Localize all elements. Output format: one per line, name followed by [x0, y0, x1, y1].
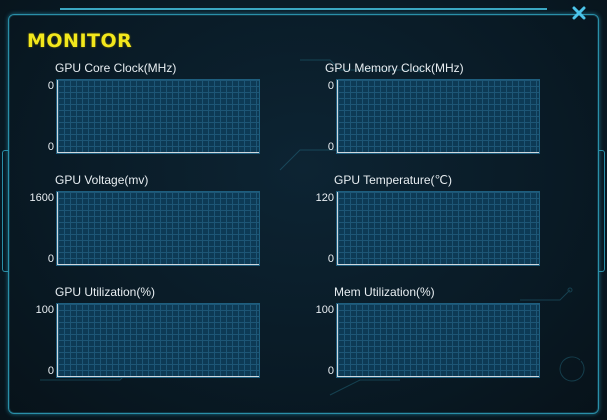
- gpu-temperature-graph: [337, 192, 539, 265]
- frame-right-rail: [598, 150, 605, 272]
- gpu-utilization-graph: [57, 304, 259, 377]
- gpu-temperature-label: GPU Temperature(℃): [334, 173, 452, 187]
- mem-utilization-axis-min: 0: [327, 365, 334, 377]
- gpu-memory-clock-axis-max: 0: [327, 80, 334, 92]
- gpu-voltage-axis-max: 1600: [29, 192, 54, 204]
- gpu-voltage-axis-min: 0: [47, 253, 54, 265]
- gpu-core-clock-axis-min: 0: [47, 141, 54, 153]
- window-title: MONITOR: [27, 30, 133, 52]
- gpu-temperature-axis-max: 120: [315, 192, 334, 204]
- frame-top-accent: [60, 8, 547, 20]
- gpu-utilization-label: GPU Utilization(%): [55, 285, 156, 299]
- gpu-memory-clock-label: GPU Memory Clock(MHz): [325, 61, 464, 75]
- mem-utilization-axis-max: 100: [315, 304, 334, 316]
- close-button[interactable]: [569, 4, 589, 22]
- gpu-utilization-axis-min: 0: [47, 365, 54, 377]
- gpu-voltage-graph: [57, 192, 259, 265]
- mem-utilization-graph: [337, 304, 539, 377]
- gpu-memory-clock-graph: [337, 80, 539, 153]
- gpu-memory-clock-axis-min: 0: [327, 141, 334, 153]
- gpu-utilization-axis-max: 100: [35, 304, 54, 316]
- gpu-voltage-label: GPU Voltage(mv): [55, 173, 149, 187]
- close-x-icon: [572, 6, 586, 20]
- gpu-core-clock-axis-max: 0: [47, 80, 54, 92]
- gpu-core-clock-graph: [57, 80, 259, 153]
- gpu-temperature-axis-min: 0: [327, 253, 334, 265]
- frame-left-rail: [2, 150, 9, 272]
- gpu-core-clock-label: GPU Core Clock(MHz): [55, 61, 177, 75]
- mem-utilization-label: Mem Utilization(%): [334, 285, 435, 299]
